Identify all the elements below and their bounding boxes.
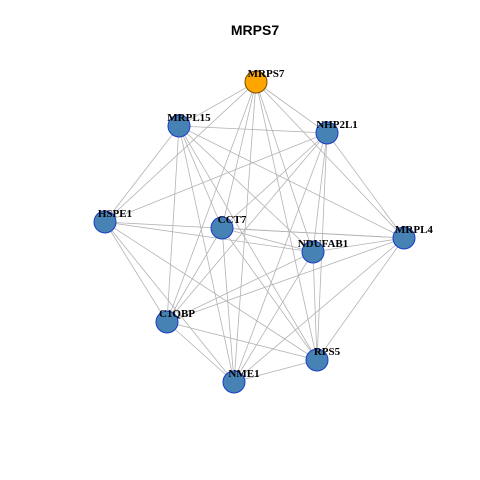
edge-mrpl15-c1qbp	[166, 125, 180, 323]
node-circle[interactable]	[155, 310, 179, 334]
edge-nhp2l1-ndufab1	[312, 132, 328, 253]
node-label: C1QBP	[159, 308, 195, 320]
node-label: RPS5	[314, 346, 341, 358]
node-label: MRPL4	[395, 224, 433, 236]
edge-cct7-rps5	[221, 227, 318, 361]
node-circle[interactable]	[392, 226, 416, 250]
edge-mrps7-mrpl15	[178, 81, 257, 127]
node-label: NDUFAB1	[298, 238, 349, 250]
node-mrpl4[interactable]: MRPL4	[392, 224, 433, 250]
edge-mrps7-rps5	[255, 81, 318, 361]
node-circle[interactable]	[222, 370, 246, 394]
node-label: MRPS7	[248, 68, 285, 80]
node-label: MRPL15	[167, 112, 211, 124]
node-c1qbp[interactable]: C1QBP	[155, 308, 195, 334]
node-circle[interactable]	[301, 240, 325, 264]
edge-mrpl4-rps5	[316, 237, 405, 361]
node-nme1[interactable]: NME1	[222, 368, 260, 394]
edge-mrps7-c1qbp	[166, 81, 257, 323]
node-ndufab1[interactable]: NDUFAB1	[298, 238, 349, 264]
edge-c1qbp-nme1	[166, 321, 235, 383]
edge-ndufab1-c1qbp	[166, 251, 314, 323]
edge-hspe1-nme1	[104, 221, 235, 383]
edge-layer	[104, 81, 405, 383]
edge-mrps7-hspe1	[104, 81, 257, 223]
edge-hspe1-rps5	[104, 221, 318, 361]
edge-mrpl15-mrpl4	[178, 125, 405, 239]
node-circle[interactable]	[315, 121, 339, 145]
node-label: HSPE1	[98, 208, 132, 220]
node-circle[interactable]	[244, 70, 268, 94]
edge-mrps7-cct7	[221, 81, 257, 229]
edge-hspe1-ndufab1	[104, 221, 314, 253]
node-label: NHP2L1	[316, 119, 358, 131]
diagram-title: MRPS7	[231, 22, 279, 38]
node-mrps7[interactable]: MRPS7	[244, 68, 285, 94]
edge-cct7-mrpl4	[221, 227, 405, 239]
edge-mrps7-nhp2l1	[255, 81, 328, 134]
edge-mrps7-ndufab1	[255, 81, 314, 253]
node-circle[interactable]	[305, 348, 329, 372]
edge-mrpl15-ndufab1	[178, 125, 314, 253]
edge-mrpl4-nme1	[233, 237, 405, 383]
node-circle[interactable]	[167, 114, 191, 138]
node-nhp2l1[interactable]: NHP2L1	[315, 119, 358, 145]
node-rps5[interactable]: RPS5	[305, 346, 341, 372]
edge-hspe1-c1qbp	[104, 221, 168, 323]
edge-mrpl15-hspe1	[104, 125, 180, 223]
node-label: NME1	[228, 368, 259, 380]
node-mrpl15[interactable]: MRPL15	[167, 112, 211, 138]
edge-ndufab1-mrpl4	[312, 237, 405, 253]
edge-mrpl4-c1qbp	[166, 237, 405, 323]
edge-mrps7-mrpl4	[255, 81, 405, 239]
edge-cct7-nme1	[221, 227, 235, 383]
node-circle[interactable]	[210, 216, 234, 240]
edge-nhp2l1-nme1	[233, 132, 328, 383]
node-hspe1[interactable]: HSPE1	[93, 208, 132, 234]
edge-mrps7-nme1	[233, 81, 257, 383]
edge-mrpl15-nhp2l1	[178, 125, 328, 134]
edge-c1qbp-rps5	[166, 321, 318, 361]
edge-nhp2l1-cct7	[221, 132, 328, 229]
edge-rps5-nme1	[233, 359, 318, 383]
edge-nhp2l1-c1qbp	[166, 132, 328, 323]
edge-cct7-ndufab1	[221, 227, 314, 253]
edge-mrpl15-cct7	[178, 125, 223, 229]
node-circle[interactable]	[93, 210, 117, 234]
edge-cct7-c1qbp	[166, 227, 223, 323]
edge-nhp2l1-hspe1	[104, 132, 328, 223]
edge-ndufab1-nme1	[233, 251, 314, 383]
node-cct7[interactable]: CCT7	[210, 214, 247, 240]
edge-nhp2l1-mrpl4	[326, 132, 405, 239]
node-label: CCT7	[218, 214, 247, 226]
